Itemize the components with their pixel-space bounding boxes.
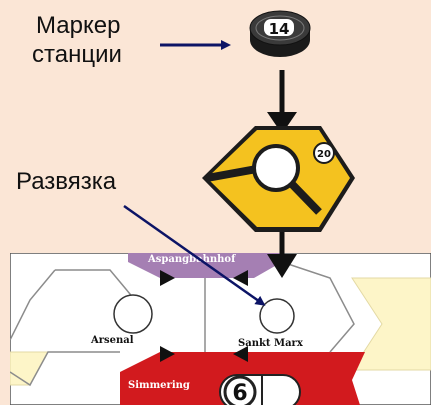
connector-triangle-bottom-right <box>233 346 248 362</box>
connector-triangle-top-left <box>160 270 175 286</box>
marker-label-line1: Маркер <box>36 12 121 39</box>
connector-triangle-top-right <box>233 270 248 286</box>
yellow-junction-tile: 20 <box>202 126 355 232</box>
marker-label: Маркер станции <box>32 11 142 69</box>
tile-value: 20 <box>317 149 331 160</box>
arrow-marker-to-tile-head <box>267 112 297 134</box>
simmering-number-circle <box>223 375 257 405</box>
aspangbahnhof-label: Aspangbahnhof <box>147 254 236 265</box>
arsenal-label: Arsenal <box>90 335 134 346</box>
cream-hex-right <box>351 277 431 371</box>
junction-label: Развязка <box>16 168 117 195</box>
sankt-marx-station-circle <box>259 298 295 334</box>
simmering-number: 6 <box>232 381 247 405</box>
junction-pointer-arrow <box>123 204 266 306</box>
station-marker-token: 14 <box>249 10 311 57</box>
marker-label-line2: станции <box>32 41 122 68</box>
sankt-marx-label: Sankt Marx <box>238 338 304 349</box>
connector-triangle-bottom-left <box>160 346 175 362</box>
arrow-tile-to-board-head <box>267 254 297 278</box>
game-board: Aspangbahnhof Arsenal Sankt Marx Simmeri… <box>10 253 431 405</box>
station-marker-number: 14 <box>269 20 290 38</box>
simmering-label: Simmering <box>128 380 190 391</box>
hex-grid-lines <box>10 261 355 387</box>
arsenal-station-circle <box>113 294 153 334</box>
